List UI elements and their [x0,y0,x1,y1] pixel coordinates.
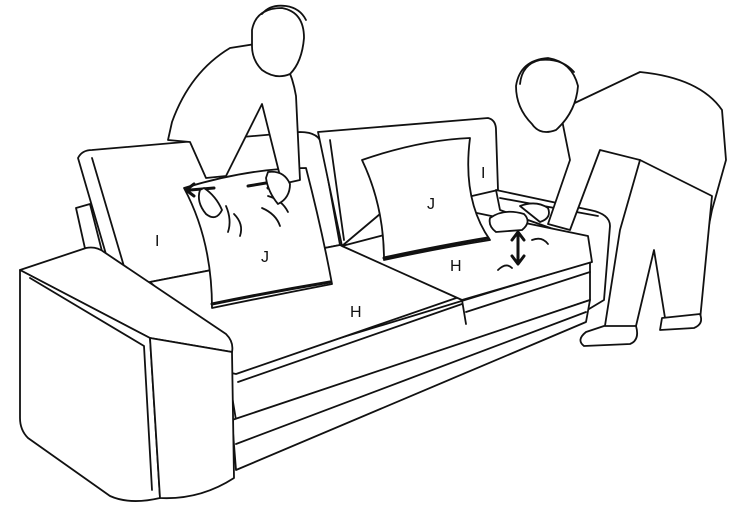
left-armrest-piping [29,277,153,491]
person-left-hand-b [265,170,291,205]
left-armrest-side [149,337,235,500]
label-i-right: I [481,165,485,182]
person-right-legs [603,159,713,333]
person-right-hand-a [488,210,529,233]
pillow-right-seam [382,236,490,260]
fluff-motion-marks [225,195,289,237]
person-right-head [515,57,579,133]
pillow-left [183,167,333,309]
label-j-left: J [261,249,269,266]
seat-motion-marks [497,237,549,271]
back-cushion-right-edge [329,139,345,241]
person-right [488,57,727,347]
person-left [167,4,307,219]
label-j-right: J [427,196,435,213]
label-h-right: H [450,258,462,275]
person-left-hand-a [197,187,223,219]
pillow-right [361,137,491,261]
person-right-hand-b [519,202,550,223]
seat-cushion-right-front [465,271,591,313]
person-right-shoe-b [659,313,703,331]
back-cushion-left-edge [91,157,129,281]
sofa-plinth [231,299,591,471]
left-armrest-top [19,246,234,353]
person-right-hair [519,58,575,85]
label-h-left: H [350,304,362,321]
person-left-head [251,7,305,78]
label-i-left: I [155,233,159,250]
seat-cushion-left-front [237,303,463,383]
left-armrest-front [19,269,161,502]
seat-cushion-divider [461,299,467,325]
press-arrow [510,230,526,266]
right-armrest-piping [499,197,599,217]
person-right-shoe-a [579,325,639,347]
person-left-hair [261,4,307,21]
pillow-left-seam [210,280,332,306]
plinth-line [235,311,587,445]
